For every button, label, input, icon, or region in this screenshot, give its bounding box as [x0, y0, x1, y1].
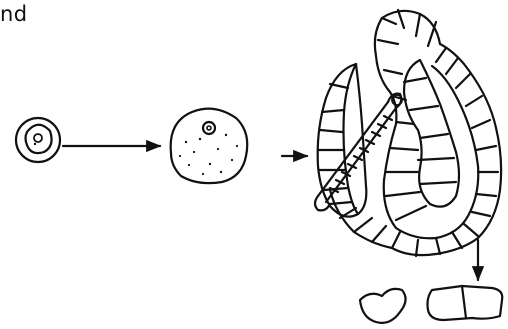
single-cell: [16, 118, 60, 162]
cell-mass: [171, 109, 248, 184]
coiled-cell-filament: [315, 10, 501, 256]
fragment-septum: [462, 286, 466, 318]
fragments: [360, 286, 502, 323]
fragment-rounded: [360, 289, 406, 323]
